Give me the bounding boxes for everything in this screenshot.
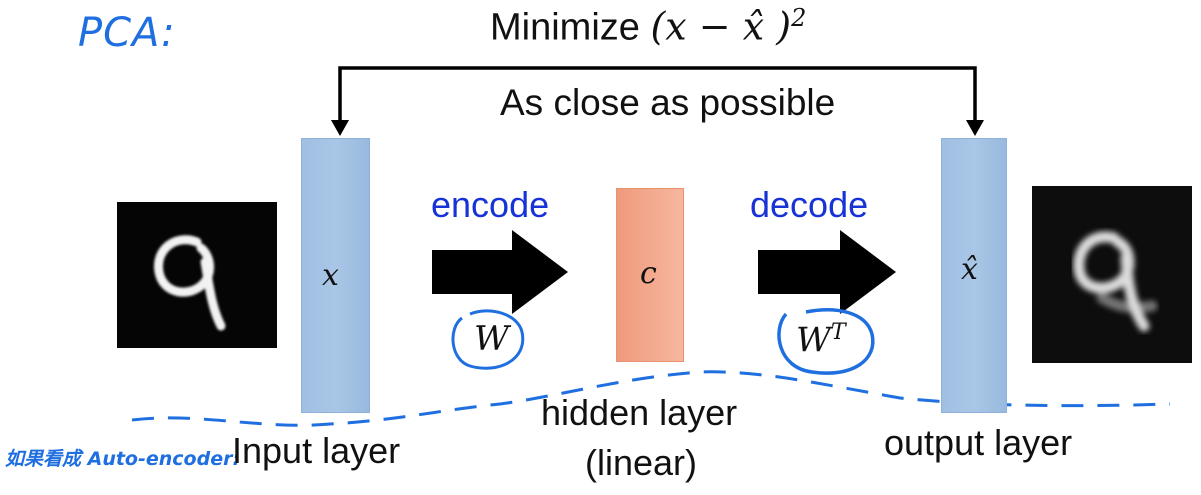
hidden-layer-sublabel: (linear): [585, 442, 698, 483]
hidden-layer-label: hidden layer: [541, 392, 738, 433]
input-variable: x: [322, 258, 339, 293]
input-down-arrowhead: [331, 120, 349, 136]
output-digit-nine: [1073, 231, 1158, 332]
objective-title: Minimize (x − x̂ )2: [490, 4, 806, 50]
autoencoder-annotation: 如果看成 Auto-encoder:: [5, 448, 241, 470]
output-variable: x̂: [961, 252, 978, 287]
W-circle-scribble: [451, 309, 525, 370]
objective-expression: (x − x̂ ): [650, 4, 792, 49]
output-digit-image: [1032, 186, 1192, 363]
decode-weight: WT: [796, 320, 846, 360]
encode-label: encode: [431, 184, 550, 225]
encode-arrow: [432, 230, 568, 314]
output-down-arrowhead: [966, 120, 984, 136]
objective-exponent: 2: [791, 4, 807, 32]
feedback-connector: [338, 66, 977, 132]
hidden-variable: c: [640, 256, 657, 291]
decode-arrow: [758, 230, 896, 314]
decode-label: decode: [750, 184, 869, 225]
output-layer-label: output layer: [884, 422, 1073, 463]
decode-weight-transpose: T: [830, 320, 846, 345]
input-layer-bar: [301, 138, 370, 413]
hidden-layer-bar: [616, 188, 684, 362]
input-digit-image: [117, 202, 277, 348]
encode-weight: W: [474, 319, 509, 359]
WT-circle-scribble: [777, 308, 875, 375]
minimize-word: Minimize: [490, 6, 640, 49]
dashed-separator-line: [131, 370, 1171, 427]
objective-subtitle: As close as possible: [500, 82, 836, 123]
input-digit-nine: [154, 235, 226, 331]
pca-annotation: PCA:: [78, 10, 176, 56]
decode-weight-letter: W: [796, 320, 831, 361]
input-layer-label: Input layer: [232, 430, 401, 471]
output-layer-bar: [941, 138, 1007, 413]
